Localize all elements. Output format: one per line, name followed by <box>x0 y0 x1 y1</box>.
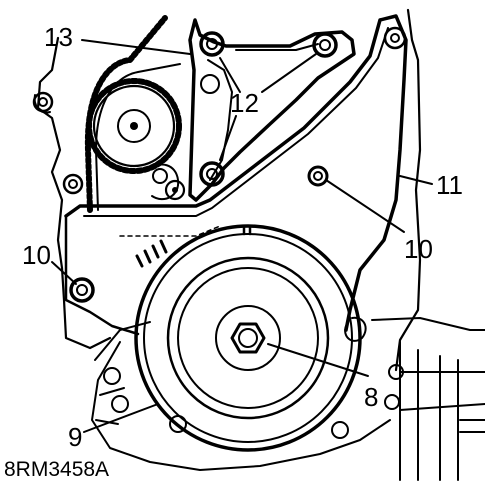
upper-timing-cover <box>188 18 356 202</box>
crank-bolt <box>230 322 266 354</box>
callout-11: 11 <box>436 170 463 200</box>
lower-timing-cover <box>64 14 408 342</box>
cover-bolt-2 <box>312 32 338 58</box>
cover-bolt-3 <box>199 161 225 187</box>
callout-9: 9 <box>68 422 82 452</box>
callout-10-left: 10 <box>22 240 51 270</box>
cover-bolt-left <box>69 277 95 303</box>
callout-12: 12 <box>230 88 259 118</box>
cover-bolt-1 <box>199 31 225 57</box>
cover-bolt-right <box>307 165 329 187</box>
leader-lines <box>51 39 433 433</box>
callout-10-right: 10 <box>404 234 433 264</box>
engine-block-outline <box>33 8 485 481</box>
callout-13: 13 <box>44 22 73 52</box>
figure-reference-code: 8RM3458A <box>4 458 109 481</box>
camshaft-sprocket <box>84 15 186 213</box>
crankshaft-pulley <box>134 224 362 452</box>
callout-8: 8 <box>364 382 378 412</box>
